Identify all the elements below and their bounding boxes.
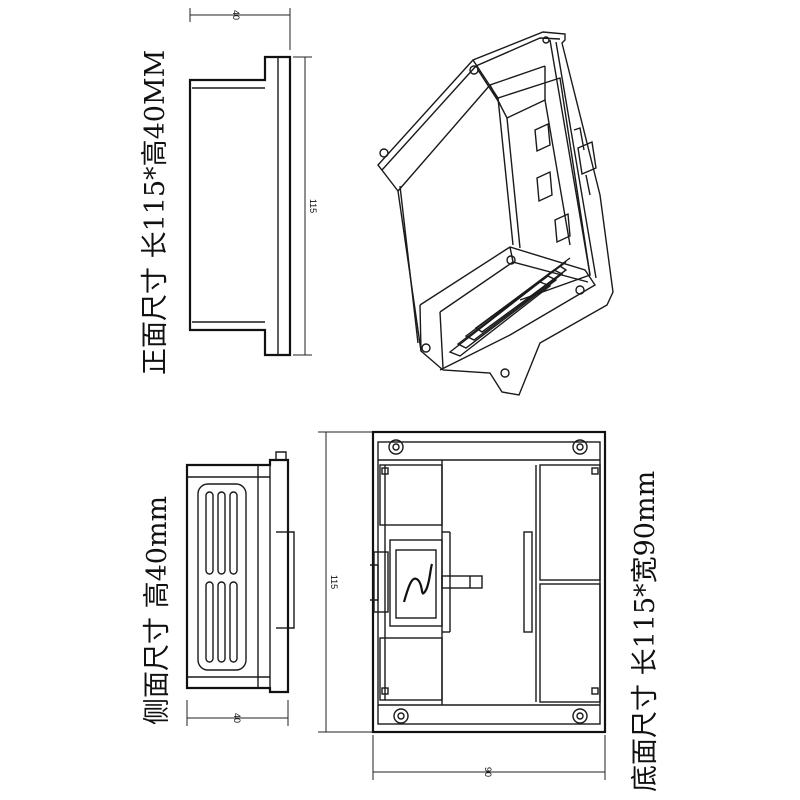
front-length-label: 115 <box>308 199 318 213</box>
iso-hole-2 <box>379 148 389 158</box>
bottom-block-top-right <box>539 464 601 581</box>
iso-base-outline <box>377 31 614 396</box>
bottom-length-label: 115 <box>329 575 339 589</box>
front-view: 40 115 正面尺寸 长115*高40MM <box>140 8 318 375</box>
side-body-outline <box>185 458 290 694</box>
iso-hole-5 <box>500 368 510 378</box>
bottom-outer-frame <box>371 430 607 734</box>
side-view: 40 侧面尺寸 高40mm <box>142 451 295 726</box>
bottom-hole-top-left <box>388 439 404 455</box>
bottom-width-label: 90 <box>483 767 493 777</box>
front-profile-outline <box>188 55 292 357</box>
iso-hole-6 <box>575 285 585 295</box>
iso-hole-4 <box>506 255 516 265</box>
iso-hole-1 <box>469 65 479 75</box>
iso-din-clip <box>577 141 597 175</box>
front-view-caption: 正面尺寸 长115*高40MM <box>140 50 171 375</box>
bottom-block-bottom-left <box>379 637 443 701</box>
iso-hole-3 <box>421 343 431 353</box>
side-vent-panel <box>197 483 247 671</box>
iso-hole-7 <box>542 36 550 44</box>
spring-icon <box>402 563 434 603</box>
iso-front-block <box>419 246 596 371</box>
bottom-latch-arm <box>441 575 483 589</box>
bottom-hole-bottom-left <box>393 708 409 724</box>
bottom-view-caption: 底面尺寸 长115*宽90mm <box>630 471 661 792</box>
bottom-hole-bottom-right <box>572 708 588 724</box>
side-top-pin <box>275 451 287 460</box>
bottom-block-bottom-right <box>539 583 601 703</box>
side-view-caption: 侧面尺寸 高40mm <box>142 496 173 725</box>
iso-vent-slots <box>448 257 571 357</box>
isometric-view <box>377 31 614 396</box>
bottom-block-top-left <box>379 464 443 526</box>
bottom-view: 115 90 底面尺寸 长115*宽90mm <box>318 430 661 792</box>
bottom-right-clip <box>523 531 533 633</box>
bottom-hole-top-right <box>572 439 588 455</box>
bottom-din-latch <box>389 539 443 627</box>
side-vent-slots <box>205 491 238 663</box>
front-width-label: 40 <box>231 10 241 20</box>
side-width-label: 40 <box>232 713 242 723</box>
side-din-profile <box>287 478 295 629</box>
